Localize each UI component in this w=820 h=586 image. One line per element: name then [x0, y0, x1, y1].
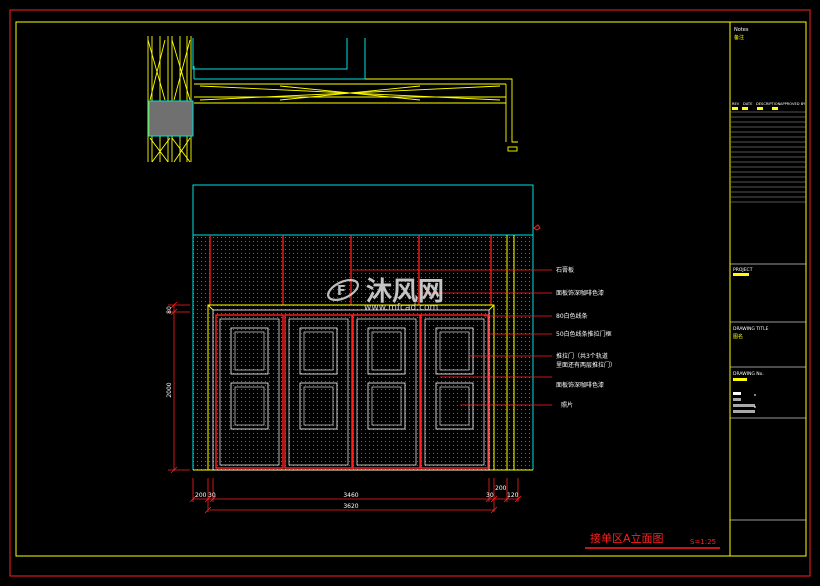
leader-lines — [352, 269, 552, 406]
annotation-photo: 照片 — [561, 401, 573, 409]
sliding-door-3 — [352, 314, 421, 469]
annotation-panel-coffee-2: 面板饰深咖啡色漆 — [556, 381, 604, 389]
horizontal-dimensions — [189, 478, 522, 514]
watermark: F 沐风网 www.mfcad.com — [327, 277, 444, 313]
annotation-gypsum: 石膏板 — [556, 266, 574, 274]
inner-frame — [15, 21, 807, 557]
drawing-title-label: DRAWING TITLE — [733, 326, 769, 332]
annotation-sliding-door: 推拉门（共3个轨道 — [556, 352, 608, 360]
notes-sub-label: 备注 — [734, 34, 744, 41]
dim-2000: 2000 — [166, 382, 173, 397]
title-block: Notes 备注 REV DATE DESCRIPTION APPROVED B… — [729, 22, 806, 556]
annotation-labels: 石膏板 面板饰深咖啡色漆 80白色线条 50白色线条推拉门框 推拉门（共3个轨道… — [556, 266, 616, 409]
description-header: DESCRIPTION — [756, 102, 781, 106]
dim-200-right: 200 — [495, 485, 507, 492]
annotation-sliding-door-2: 里面还有两层推拉门） — [556, 361, 616, 369]
revision-table-lines — [731, 111, 806, 203]
column-section — [148, 100, 194, 137]
dim-30-left: 30 — [208, 492, 216, 499]
ceiling-section — [147, 36, 518, 163]
sliding-door-4 — [420, 314, 489, 469]
approved-header: APPROVED BY — [780, 102, 806, 106]
annotation-white-line-80: 80白色线条 — [556, 312, 588, 320]
dim-120: 120 — [507, 492, 519, 499]
watermark-brand: 沐风网 — [366, 277, 444, 307]
drawing-scale: S=1:25 — [690, 538, 716, 546]
dim-3460: 3460 — [343, 492, 358, 499]
dim-200-left: 200 — [195, 492, 207, 499]
annotation-panel-coffee-1: 面板饰深咖啡色漆 — [556, 289, 604, 297]
annotation-door-frame-50: 50白色线条推拉门框 — [556, 330, 612, 338]
sliding-door-1 — [215, 314, 284, 469]
vertical-dimensions — [168, 301, 190, 474]
dim-3620: 3620 — [343, 503, 358, 510]
dim-30-right: 30 — [486, 492, 494, 499]
svg-text:F: F — [337, 284, 346, 299]
drawing-title-text: 接单区A立面图 — [590, 531, 664, 545]
drawing-no-label: DRAWING No. — [733, 371, 764, 377]
project-label: PROJECT — [733, 267, 753, 273]
elevation-wall — [192, 184, 541, 471]
date-header: DATE — [743, 102, 753, 106]
outer-frame — [9, 9, 811, 577]
watermark-url: www.mfcad.com — [364, 303, 438, 313]
dim-80: 80 — [166, 306, 173, 314]
rev-header: REV — [732, 102, 740, 106]
notes-label: Notes — [734, 27, 749, 33]
sliding-door-2 — [284, 314, 353, 469]
watermark-logo-icon: F — [327, 278, 359, 302]
revision-header-row: REV DATE DESCRIPTION APPROVED BY — [732, 102, 806, 110]
drawing-title-value: 图名 — [733, 333, 743, 340]
drawing-title: 接单区A立面图 S=1:25 — [585, 531, 720, 549]
